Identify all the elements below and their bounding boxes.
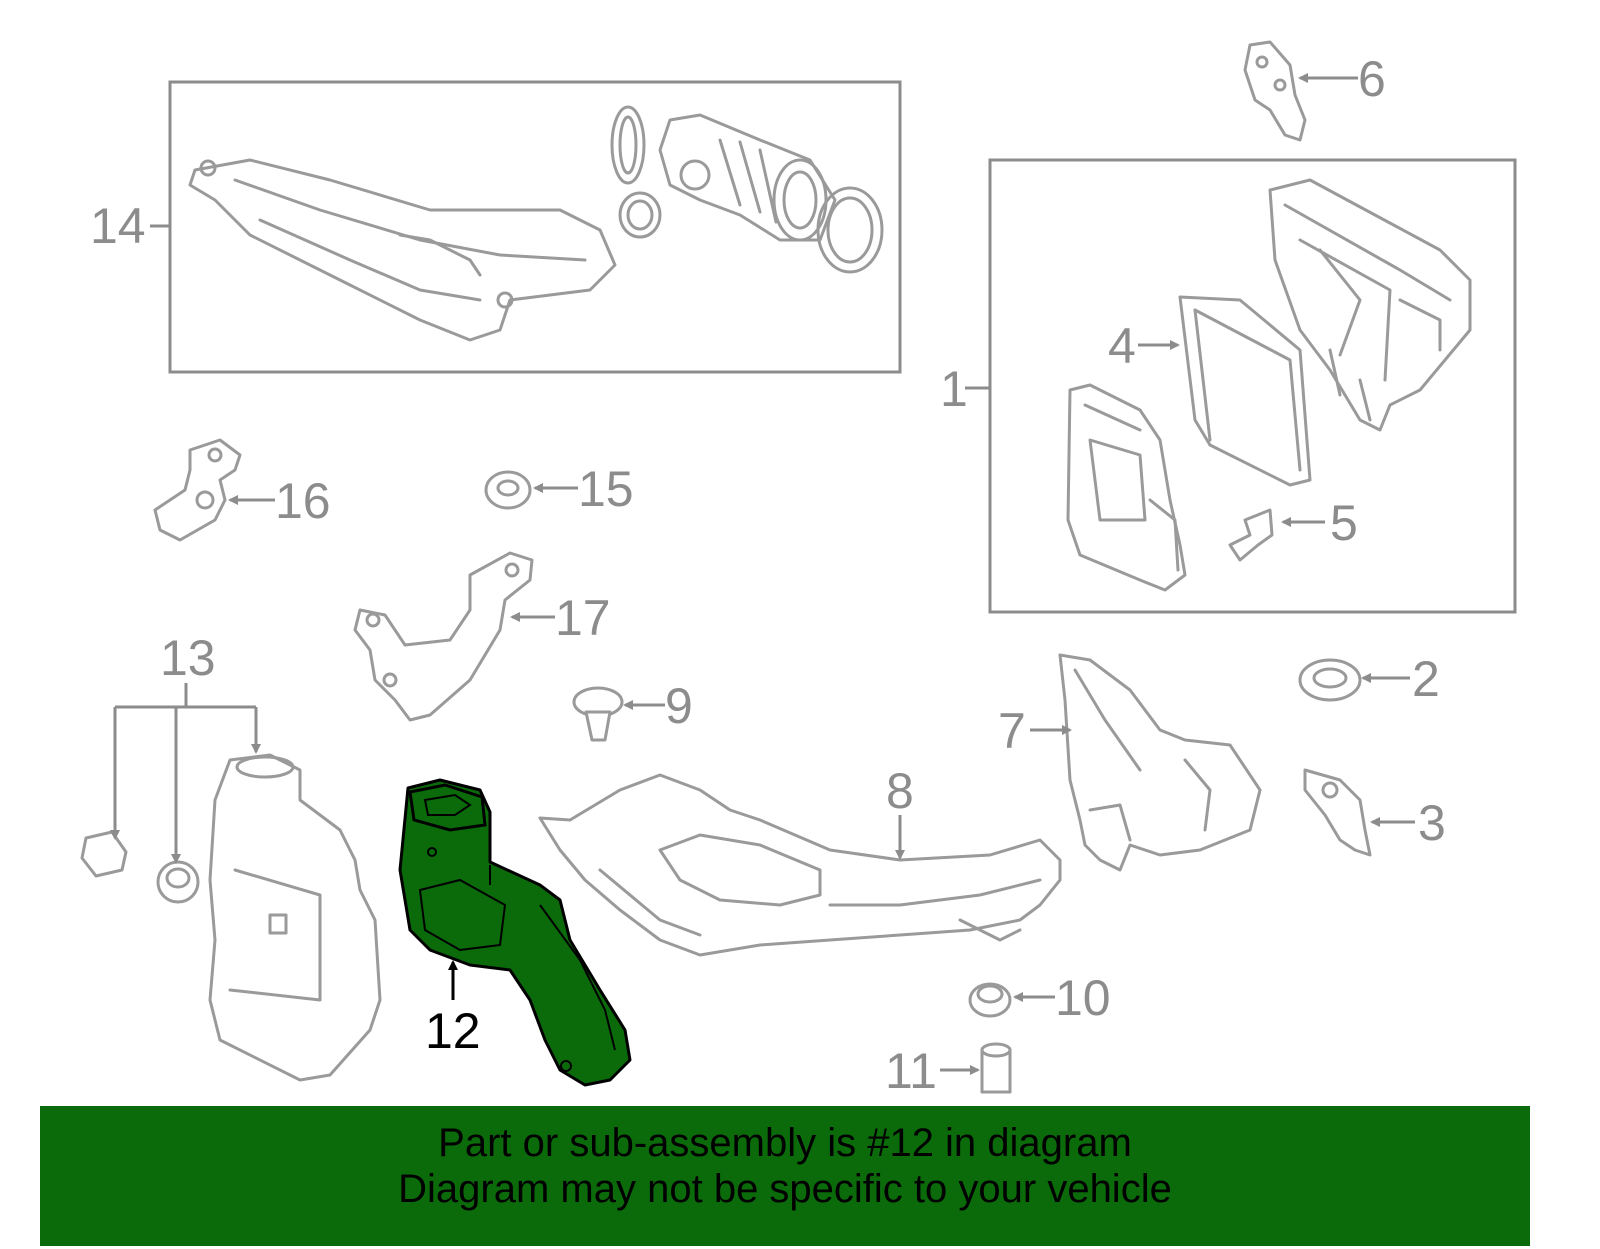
callout-8: 8 [886, 763, 914, 819]
part-12-air-inlet-duct [398, 778, 632, 1087]
banner-line-2: Diagram may not be specific to your vehi… [398, 1167, 1172, 1211]
part-14-intake-hose [658, 113, 837, 242]
callout-2: 2 [1412, 651, 1440, 707]
callout-14: 14 [90, 198, 146, 254]
part-14-hose-clamps [610, 105, 884, 274]
callout-11: 11 [885, 1043, 937, 1099]
info-banner: Part or sub-assembly is #12 in diagram D… [40, 1106, 1530, 1246]
callout-5: 5 [1330, 495, 1358, 551]
part-10-cushion [968, 982, 1012, 1018]
callout-16: 16 [275, 473, 331, 529]
part-15-grommet [484, 470, 532, 510]
part-11-collar [980, 1042, 1012, 1094]
assembly-box-1 [988, 158, 1517, 614]
callout-12: 12 [425, 1003, 481, 1059]
part-1-upper-housing [1268, 178, 1472, 432]
part-8-air-guide [538, 773, 1062, 957]
callout-1: 1 [940, 361, 968, 417]
part-5-clip [1228, 508, 1274, 562]
part-16-bracket [153, 438, 242, 542]
callout-13: 13 [160, 630, 216, 686]
part-14-intake-duct [188, 158, 617, 342]
callout-3: 3 [1418, 795, 1446, 851]
part-6-bracket [1243, 40, 1307, 142]
leader-13 [110, 683, 261, 864]
callout-6: 6 [1358, 51, 1386, 107]
part-9-push-pin [572, 686, 624, 742]
callout-17: 17 [555, 590, 611, 646]
part-13-sleeve [80, 830, 128, 878]
part-3-bracket [1303, 768, 1372, 857]
part-13-duct [208, 753, 382, 1082]
part-4-air-filter [1178, 295, 1312, 487]
part-1-lower-housing [1066, 383, 1187, 592]
part-17-bracket [353, 551, 534, 722]
callout-4: 4 [1108, 318, 1136, 374]
callout-9: 9 [665, 678, 693, 734]
banner-line-1: Part or sub-assembly is #12 in diagram [438, 1121, 1132, 1165]
part-13-grommet [156, 860, 200, 904]
part-2-grommet [1298, 658, 1362, 702]
part-7-resonator [1058, 653, 1262, 872]
callout-10: 10 [1055, 970, 1111, 1026]
callout-7: 7 [998, 703, 1026, 759]
callout-15: 15 [578, 461, 634, 517]
